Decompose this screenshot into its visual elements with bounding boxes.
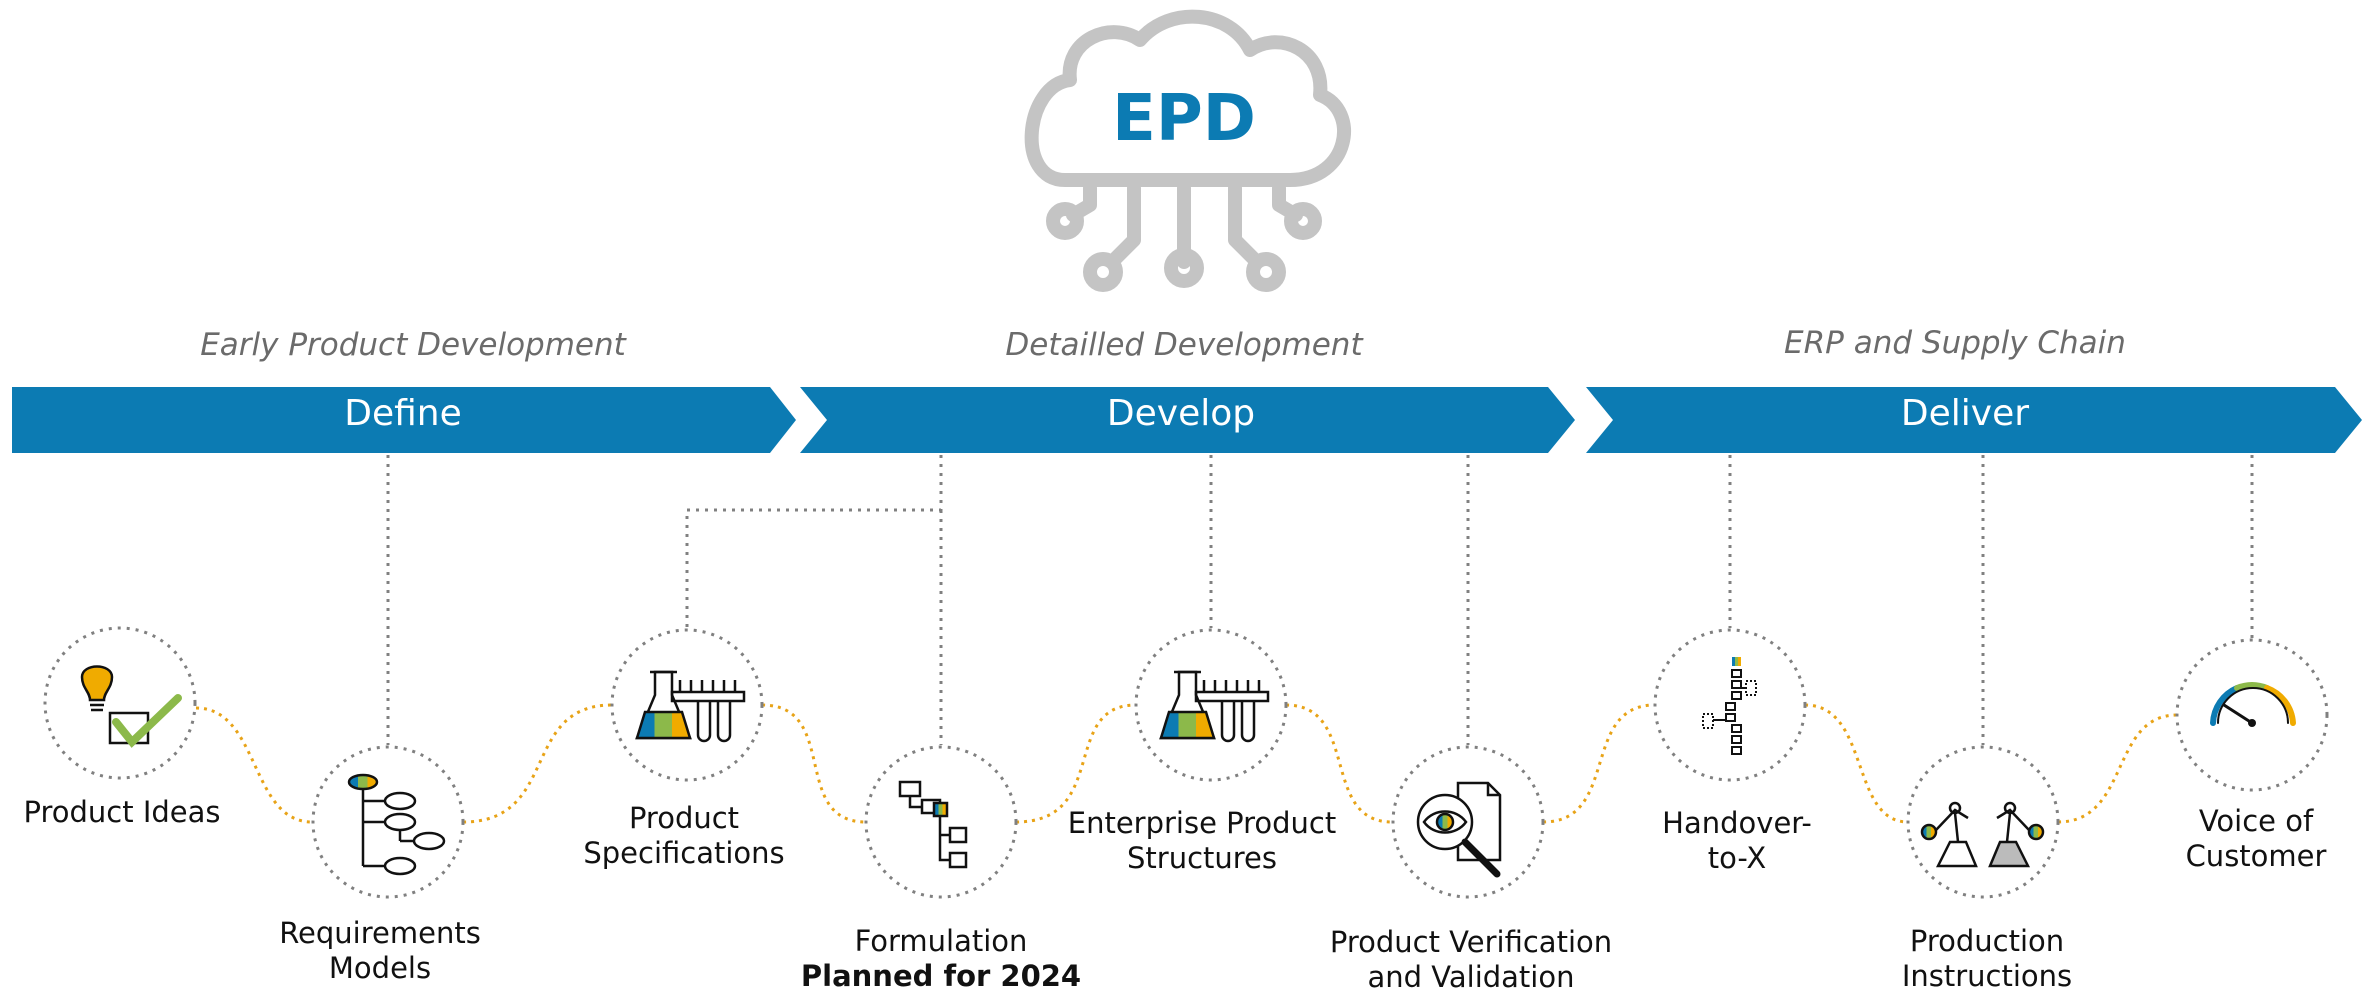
- node-circle-enterprise-product-structures: [1134, 628, 1288, 782]
- lightbulb-checkmark-icon: [80, 665, 182, 748]
- node-label-line: Product Verification: [1329, 925, 1613, 959]
- node-label-line: Production: [1909, 924, 2065, 958]
- handover-tree-icon: [1702, 657, 1757, 755]
- cloud-circuit-icon: [1024, 9, 1351, 292]
- robot-arms-icon: [1920, 801, 2045, 868]
- formulation-tree-icon: [898, 780, 968, 869]
- node-label-line: Specifications: [583, 836, 785, 870]
- node-label-line: Structures: [1126, 841, 1278, 875]
- gauge-icon: [2210, 682, 2296, 727]
- node-label-product-specifications: Product Specifications: [583, 801, 784, 871]
- stage-deliver: Deliver: [1900, 393, 2030, 434]
- deliver-arrow: [1586, 387, 2362, 453]
- node-label-line: Voice of: [2198, 804, 2314, 838]
- node-label-line: Enterprise Product: [1067, 806, 1337, 840]
- node-label-line: Models: [328, 951, 432, 985]
- node-label-handover: Handover- to-X: [1662, 806, 1812, 876]
- node-circle-voice-of-customer: [2175, 638, 2329, 792]
- node-circle-handover: [1653, 628, 1807, 782]
- node-circle-product-ideas: [43, 626, 197, 780]
- node-circle-production-instructions: [1906, 745, 2060, 899]
- node-label-line: Product: [628, 801, 740, 835]
- stage-define: Define: [344, 393, 462, 434]
- node-label-voice-of-customer: Voice of Customer: [2186, 804, 2327, 874]
- node-label-line: Instructions: [1901, 959, 2073, 993]
- flow-connectors: [195, 703, 2178, 824]
- planned-badge: Planned for 2024: [800, 959, 1082, 993]
- stage-banner: [12, 387, 2362, 453]
- node-label-line: and Validation: [1367, 960, 1575, 994]
- node-label-line: Customer: [2185, 839, 2327, 873]
- node-label-enterprise-product-structures: Enterprise Product Structures: [1068, 806, 1337, 876]
- node-label-line: to-X: [1707, 841, 1767, 875]
- node-label-formulation: Formulation Planned for 2024: [801, 924, 1081, 994]
- flask-testtubes-icon: [635, 670, 746, 743]
- cloud-title: EPD: [1112, 82, 1256, 156]
- hierarchy-tree-icon: [347, 773, 446, 876]
- eye-magnifier-icon: [1416, 781, 1502, 878]
- node-label-production-instructions: Production Instructions: [1902, 924, 2072, 994]
- node-label-requirements-models: Requirements Models: [279, 916, 481, 986]
- flask-testtubes-icon: [1159, 670, 1270, 743]
- dotted-connectors: [386, 455, 2254, 745]
- node-label-line: Formulation: [854, 924, 1028, 958]
- node-circle-product-specifications: [610, 628, 764, 782]
- phase-detailled-development: Detailled Development: [1005, 327, 1363, 363]
- node-label-product-ideas-text: Product Ideas: [23, 795, 221, 829]
- node-label-line: Handover-: [1662, 806, 1812, 840]
- node-label-line: Requirements: [279, 916, 481, 950]
- phase-erp-and-supply-chain: ERP and Supply Chain: [1784, 325, 2126, 361]
- node-label-product-verification: Product Verification and Validation: [1330, 925, 1612, 995]
- define-arrow: [12, 387, 796, 453]
- node-circle-requirements-models: [311, 745, 465, 899]
- stage-develop: Develop: [1106, 393, 1256, 434]
- develop-arrow: [800, 387, 1575, 453]
- node-label-product-ideas: Product Ideas: [23, 795, 220, 830]
- phase-early-product-development: Early Product Development: [200, 327, 626, 363]
